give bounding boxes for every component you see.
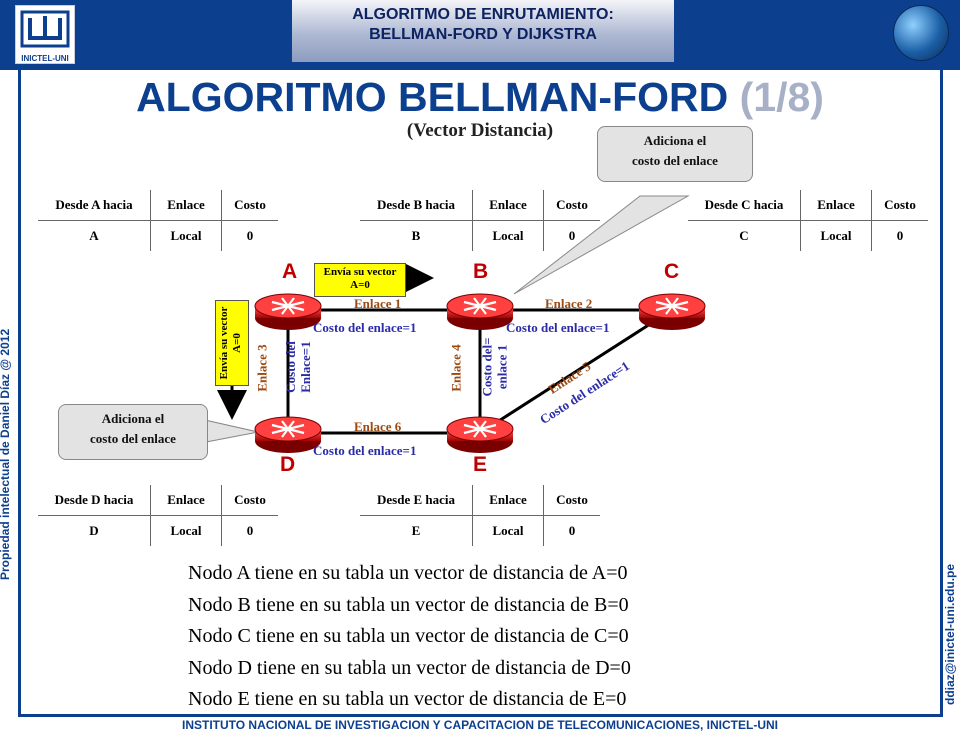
note-send-vector-vertical: Envía su vector A=0: [215, 300, 249, 386]
table-cell: 0: [543, 515, 600, 546]
table-header: Costo: [221, 190, 278, 221]
statement-item: Nodo D tiene en su tabla un vector de di…: [188, 656, 631, 679]
statement-item: Nodo E tiene en su tabla un vector de di…: [188, 688, 627, 710]
table-cell: E: [360, 515, 473, 546]
slide-subtitle: (Vector Distancia): [406, 120, 554, 141]
statement-item: Nodo B tiene en su tabla un vector de di…: [188, 593, 629, 616]
table-cell: B: [360, 220, 473, 251]
table-header: Enlace: [472, 190, 544, 221]
link-6-name: Enlace 6: [354, 419, 402, 434]
node-label-a: A: [282, 260, 298, 283]
table-header: Desde E hacia: [360, 485, 473, 516]
router-a-icon: [254, 293, 322, 330]
table-header: Desde D hacia: [38, 485, 151, 516]
callout-left-line-2: costo del enlace: [90, 431, 176, 446]
router-b-icon: [446, 293, 514, 330]
footer-text: INSTITUTO NACIONAL DE INVESTIGACION Y CA…: [181, 718, 779, 732]
left-frame-line: [18, 70, 21, 715]
link-2-name: Enlace 2: [545, 296, 593, 311]
link-2-cost: Costo del enlace=1: [506, 320, 610, 335]
table-header: Enlace: [472, 485, 544, 516]
router-c-icon: [638, 293, 706, 330]
callout-left-line-1: Adiciona el: [101, 411, 165, 426]
table-cell: Local: [472, 515, 544, 546]
link-3-cost-line-2: Enlace=1: [297, 341, 313, 393]
note-horizontal-line-1: Envía su vector: [323, 266, 397, 278]
table-cell: 0: [871, 220, 928, 251]
table-cell: A: [38, 220, 151, 251]
table-cell: 0: [221, 220, 278, 251]
inictel-logo: INICTEL-UNI: [15, 5, 75, 64]
callout-left: Adiciona el costo del enlace: [58, 404, 208, 460]
bottom-frame-line: [18, 714, 943, 717]
slide-title: ALGORITMO BELLMAN-FORD (1/8): [0, 74, 960, 121]
note-vertical-line-1: Envía su vector: [218, 306, 230, 380]
table-cell: Local: [150, 515, 222, 546]
table-header: Enlace: [150, 190, 222, 221]
statement-item: Nodo A tiene en su tabla un vector de di…: [188, 562, 628, 584]
table-cell: 0: [543, 220, 600, 251]
link-4-cost: Costo del= enlace 1: [480, 337, 510, 396]
link-3-cost-line-1: Costo del: [282, 341, 298, 393]
node-label-e: E: [473, 453, 488, 476]
statement-item: Nodo C tiene en su tabla un vector de di…: [188, 625, 629, 647]
link-3-cost: Costo del Enlace=1: [283, 341, 313, 393]
banner-line-1: ALGORITMO DE ENRUTAMIENTO:: [352, 6, 614, 23]
link-6-cost: Costo del enlace=1: [313, 443, 417, 458]
table-header: Desde B hacia: [360, 190, 473, 221]
table-header: Enlace: [150, 485, 222, 516]
node-label-c: C: [664, 260, 680, 283]
link-5-line: [479, 308, 673, 435]
table-cell: Local: [800, 220, 872, 251]
router-e-icon: [446, 416, 514, 453]
link-1-cost: Costo del enlace=1: [313, 320, 417, 335]
table-header: Costo: [543, 485, 600, 516]
link-4-cost-line-1: Costo del=: [479, 337, 495, 397]
node-label-d: D: [280, 453, 296, 476]
statement-list: Nodo A tiene en su tabla un vector de di…: [188, 558, 631, 716]
table-header: Desde A hacia: [38, 190, 151, 221]
callout-top-line-1: Adiciona el: [643, 133, 707, 148]
link-4-cost-line-2: enlace 1: [494, 344, 510, 390]
right-frame-line: [940, 70, 943, 715]
table-cell: D: [38, 515, 151, 546]
banner-line-2: BELLMAN-FORD Y DIJKSTRA: [369, 26, 597, 43]
callout-top-line-2: costo del enlace: [632, 153, 718, 168]
header-bar: INICTEL-UNI ALGORITMO DE ENRUTAMIENTO: B…: [0, 0, 960, 70]
table-header: Desde C hacia: [688, 190, 801, 221]
table-header: Costo: [221, 485, 278, 516]
note-horizontal-line-2: A=0: [350, 279, 370, 291]
table-cell: Local: [472, 220, 544, 251]
table-header: Enlace: [800, 190, 872, 221]
link-4-name: Enlace 4: [448, 344, 464, 392]
globe-icon: [893, 5, 949, 61]
slide-title-part: (1/8): [739, 74, 824, 120]
slide-title-main: ALGORITMO BELLMAN-FORD: [136, 74, 740, 120]
link-3-name: Enlace 3: [254, 344, 270, 392]
logo-mark-icon: [20, 10, 70, 48]
table-cell: C: [688, 220, 801, 251]
link-1-name: Enlace 1: [354, 296, 402, 311]
table-header: Costo: [871, 190, 928, 221]
table-cell: 0: [221, 515, 278, 546]
note-send-vector-horizontal: Envía su vector A=0: [314, 263, 406, 297]
router-d-icon: [254, 416, 322, 453]
table-header: Costo: [543, 190, 600, 221]
header-banner: ALGORITMO DE ENRUTAMIENTO: BELLMAN-FORD …: [292, 0, 674, 62]
node-label-b: B: [473, 260, 489, 283]
note-vertical-line-2: A=0: [231, 333, 243, 353]
table-cell: Local: [150, 220, 222, 251]
logo-text: INICTEL-UNI: [21, 54, 69, 63]
callout-top: Adiciona el costo del enlace: [597, 126, 753, 182]
